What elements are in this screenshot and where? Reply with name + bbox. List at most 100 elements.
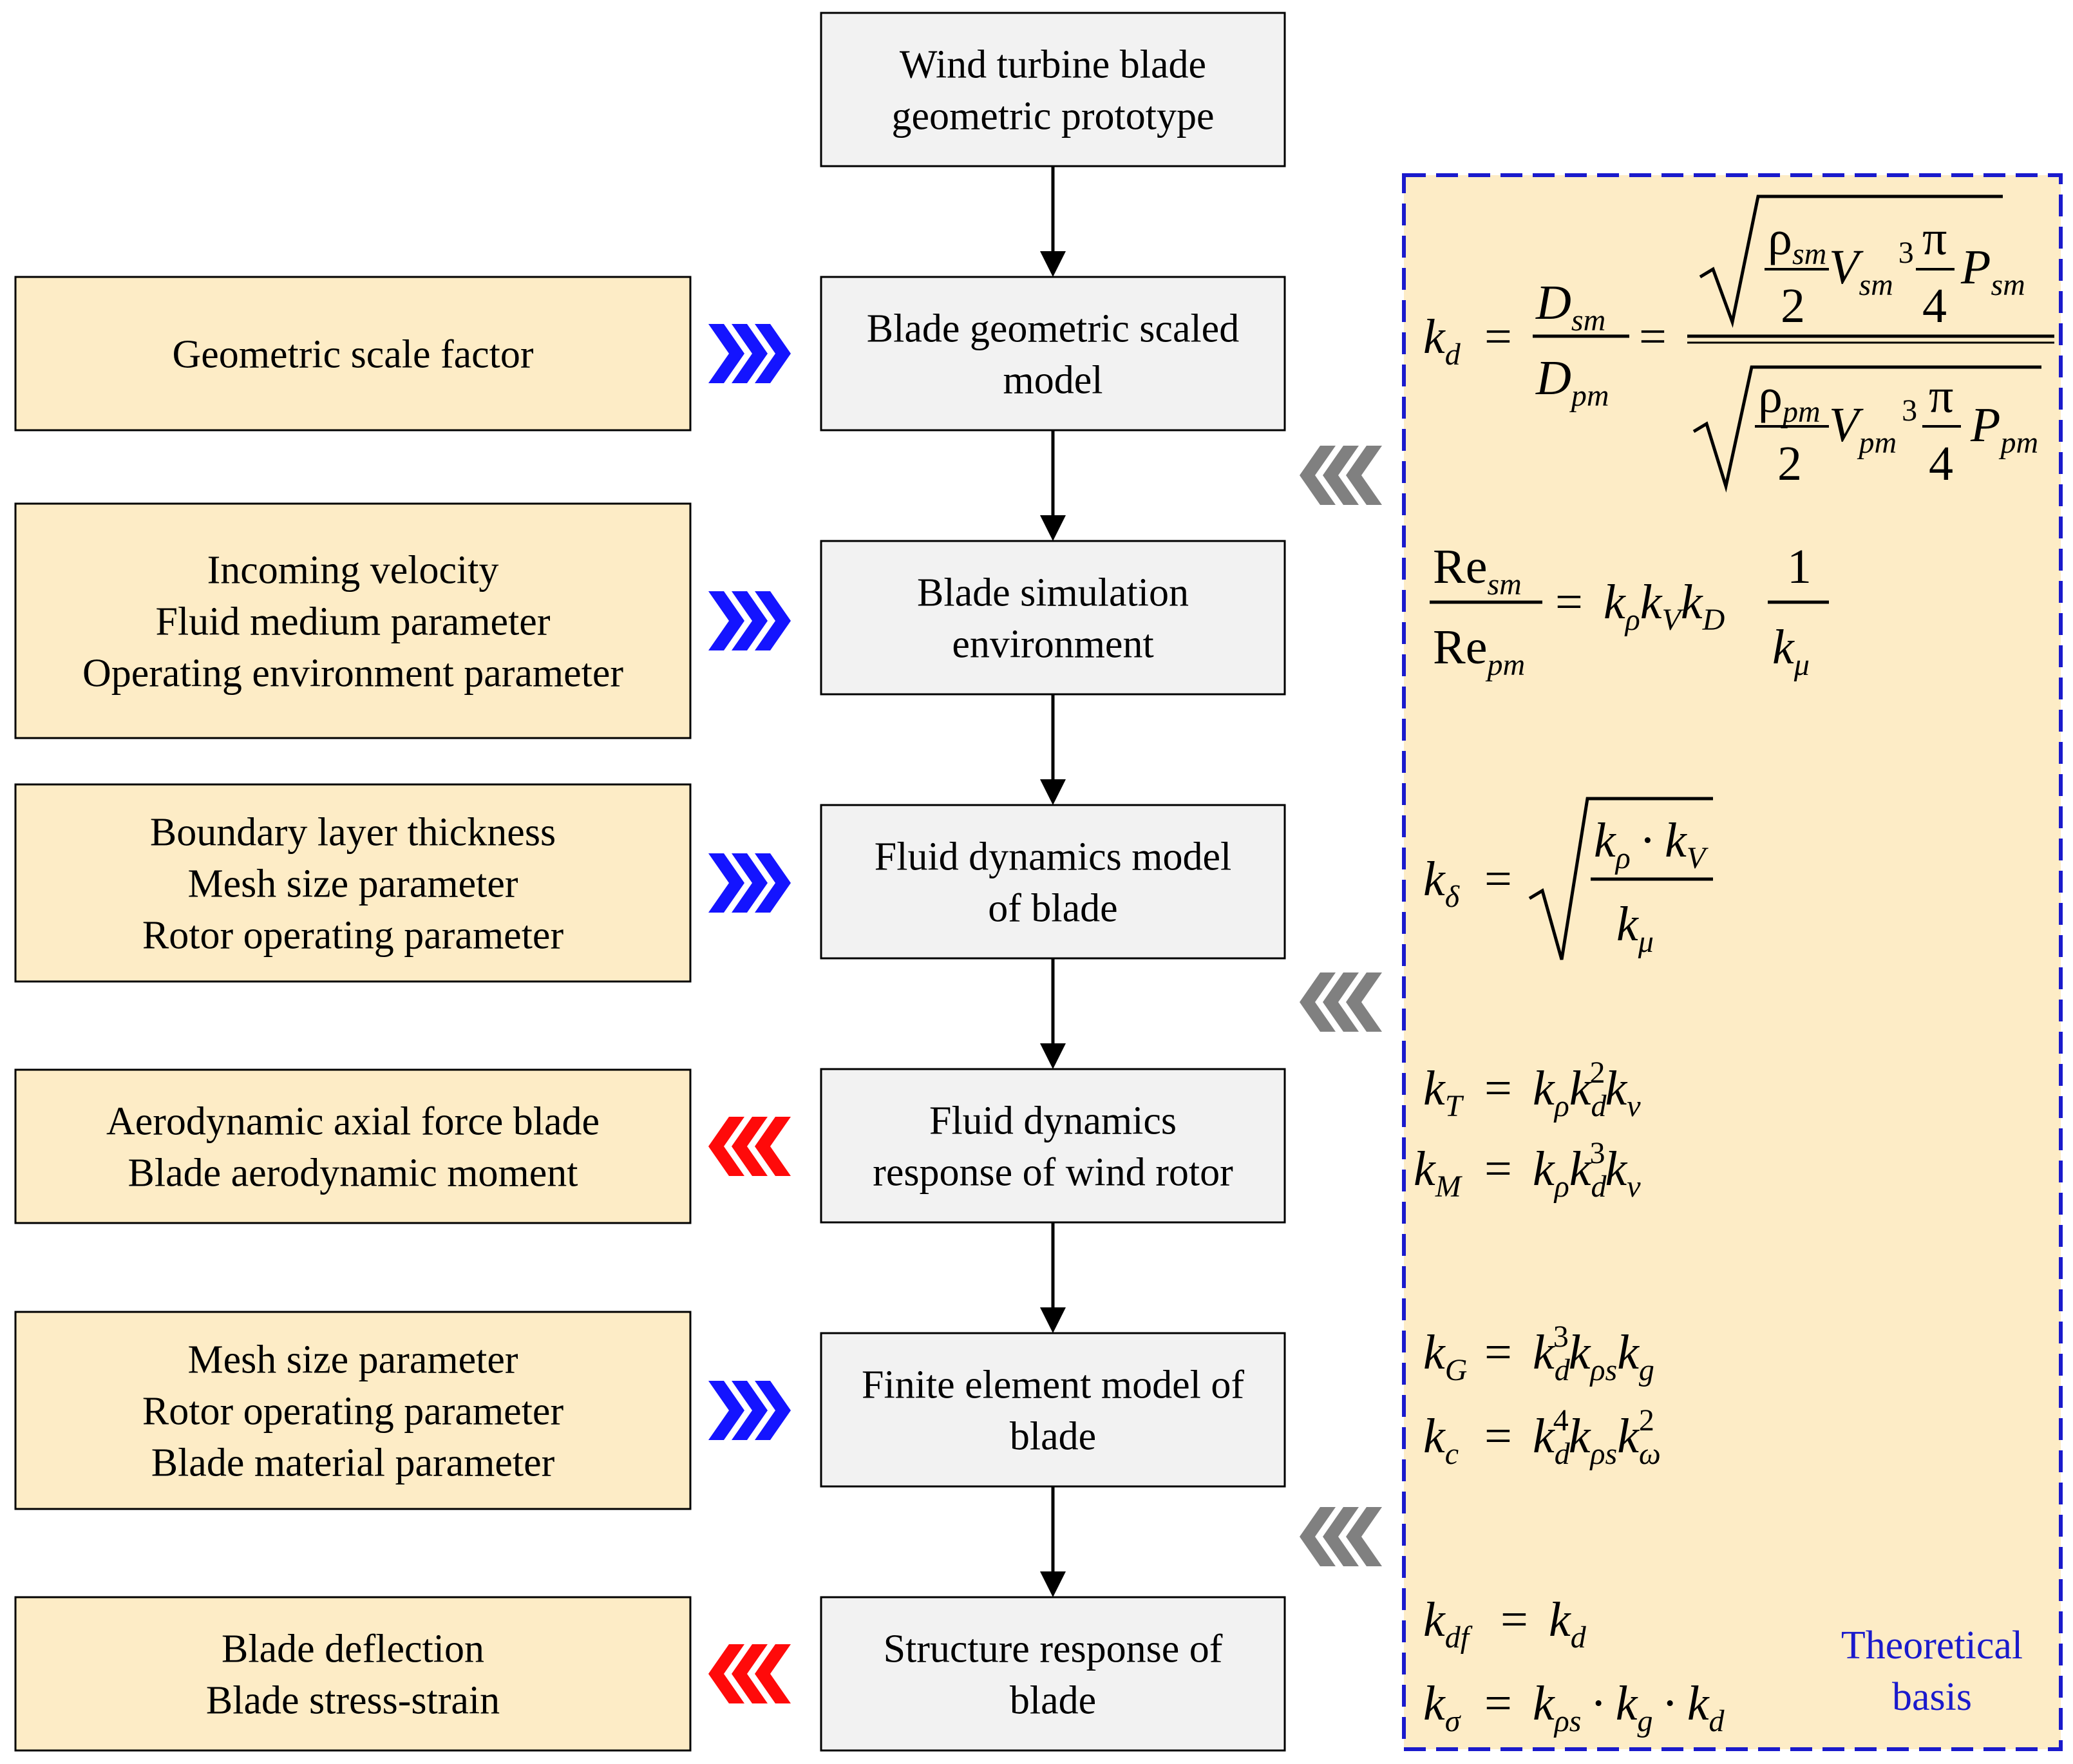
- input-chevron-icon-segment: [755, 853, 791, 913]
- svg-text:=: =: [1484, 1325, 1512, 1380]
- theory-chevron-icon-segment: [1346, 972, 1382, 1032]
- input-chevron-icon-segment: [732, 853, 768, 913]
- parameter-box-text-line: Blade deflection: [222, 1627, 484, 1671]
- input-chevron-icon-segment: [732, 591, 768, 650]
- process-box-rect: [820, 804, 1286, 960]
- parameter-box-text-line: Mesh size parameter: [188, 862, 518, 906]
- parameter-box-text-line: Incoming velocity: [207, 549, 499, 593]
- input-chevron-icon: [708, 591, 791, 650]
- formula-moment-kM: kM = kρkd3kv: [1414, 1136, 1641, 1204]
- svg-text:Dpm: Dpm: [1535, 351, 1609, 413]
- parameter-box-rect: [14, 1311, 692, 1510]
- input-chevron-icon-segment: [708, 591, 744, 650]
- theory-chevron-icon: [1300, 972, 1382, 1032]
- svg-text:kd: kd: [1549, 1593, 1587, 1655]
- svg-text:kG: kG: [1423, 1325, 1467, 1387]
- svg-text:=: =: [1500, 1593, 1528, 1647]
- theory-chevron-icon-segment: [1300, 1507, 1336, 1566]
- process-box-rect: [820, 1332, 1286, 1488]
- svg-text:=: =: [1484, 1409, 1512, 1463]
- svg-text:Vsm3: Vsm3: [1829, 236, 1914, 302]
- parameter-box-rect: [14, 502, 692, 739]
- parameter-box-text-line: Rotor operating parameter: [142, 1390, 564, 1434]
- formula-thrust-kT: kT = kρkd2kv: [1423, 1056, 1641, 1123]
- svg-text:kdf: kdf: [1423, 1593, 1473, 1655]
- process-box: Blade simulation environment: [820, 540, 1286, 696]
- formula-centrifugal-kc: kc = kd4kρskω2: [1423, 1403, 1661, 1471]
- output-chevron-icon-segment: [732, 1117, 768, 1176]
- process-box-text-line: blade: [1010, 1679, 1096, 1723]
- parameter-box-text-line: Operating environment parameter: [82, 652, 623, 696]
- output-chevron-icon: [708, 1644, 791, 1703]
- output-chevron-icon: [708, 1117, 791, 1176]
- process-box-text-line: of blade: [988, 887, 1117, 931]
- svg-text:ρpm: ρpm: [1758, 369, 1821, 429]
- svg-text:kδ: kδ: [1423, 852, 1460, 914]
- input-chevron-icon-segment: [755, 324, 791, 383]
- theory-chevron-icon: [1300, 1507, 1382, 1566]
- input-chevron-icon: [708, 324, 791, 383]
- svg-text:4: 4: [1929, 437, 1953, 491]
- input-chevron-icon-segment: [732, 324, 768, 383]
- svg-text:Dsm: Dsm: [1535, 276, 1605, 337]
- process-box-text-line: Wind turbine blade: [900, 43, 1206, 87]
- process-box-rect: [820, 540, 1286, 696]
- svg-text:4: 4: [1922, 279, 1947, 333]
- svg-text:2: 2: [1777, 437, 1802, 491]
- process-box-text-line: model: [1003, 359, 1103, 403]
- formula-stress-ksigma: kσ = kρs·kg·kd: [1423, 1676, 1725, 1738]
- formula-reynolds-ratio: Resm Repm = kρkVkD 1 kμ: [1430, 540, 1829, 682]
- svg-text:π: π: [1922, 211, 1947, 265]
- theory-chevron-icon-segment: [1323, 1507, 1359, 1566]
- process-box-text-line: Fluid dynamics: [929, 1099, 1177, 1143]
- formula-deflection-kdf: kdf = kd: [1423, 1593, 1587, 1655]
- svg-text:kc: kc: [1423, 1409, 1459, 1471]
- output-chevron-icon-segment: [755, 1117, 791, 1176]
- process-box-text-line: Fluid dynamics model: [875, 835, 1232, 879]
- svg-text:kd: kd: [1423, 310, 1461, 372]
- parameter-box: Geometric scale factor: [14, 276, 692, 432]
- flow-arrow: [1040, 958, 1066, 1069]
- svg-text:π: π: [1929, 369, 1953, 423]
- parameter-box-text-line: Rotor operating parameter: [142, 914, 564, 958]
- input-chevron-icon-segment: [755, 591, 791, 650]
- theoretical-basis-label: Theoretical basis: [1841, 1624, 2023, 1719]
- flow-arrow: [1040, 1486, 1066, 1597]
- svg-text:kρkVkD: kρkVkD: [1604, 575, 1725, 637]
- process-box-text-line: blade: [1010, 1415, 1096, 1459]
- parameter-box-text-line: Geometric scale factor: [172, 333, 533, 377]
- process-box-text-line: Structure response of: [884, 1627, 1223, 1671]
- svg-text:=: =: [1555, 575, 1583, 629]
- theory-chevron-icon-segment: [1300, 972, 1336, 1032]
- process-box-text-line: Blade simulation: [917, 571, 1189, 615]
- svg-text:=: =: [1639, 310, 1667, 364]
- input-chevron-icon-segment: [708, 324, 744, 383]
- process-box-text-line: environment: [952, 623, 1153, 667]
- formula-gravity-kG: kG = kd3kρskg: [1423, 1320, 1654, 1387]
- svg-text:1: 1: [1787, 540, 1812, 594]
- svg-text:2: 2: [1781, 279, 1805, 333]
- theory-chevron-icon-segment: [1323, 446, 1359, 505]
- svg-text:Vpm3: Vpm3: [1829, 394, 1917, 460]
- parameter-box-rect: [14, 276, 692, 432]
- process-box-text-line: response of wind rotor: [873, 1151, 1233, 1195]
- formula-boundary-layer-kdelta: kδ = kρ·kV kμ: [1423, 797, 1713, 960]
- svg-text:ρsm: ρsm: [1768, 211, 1826, 271]
- svg-text:=: =: [1484, 1142, 1512, 1196]
- flow-arrow: [1040, 694, 1066, 805]
- flow-arrow: [1040, 166, 1066, 277]
- process-box: Fluid dynamics response of wind rotor: [820, 1068, 1286, 1224]
- svg-text:Repm: Repm: [1433, 620, 1525, 682]
- parameter-box-text-line: Mesh size parameter: [188, 1338, 518, 1382]
- svg-text:kd3kρskg: kd3kρskg: [1533, 1320, 1654, 1387]
- parameter-box-rect: [14, 1068, 692, 1224]
- svg-text:kd4kρskω2: kd4kρskω2: [1533, 1403, 1661, 1471]
- svg-text:Ppm: Ppm: [1970, 398, 2038, 460]
- theory-chevron-icon-segment: [1300, 446, 1336, 505]
- process-box-rect: [820, 12, 1286, 167]
